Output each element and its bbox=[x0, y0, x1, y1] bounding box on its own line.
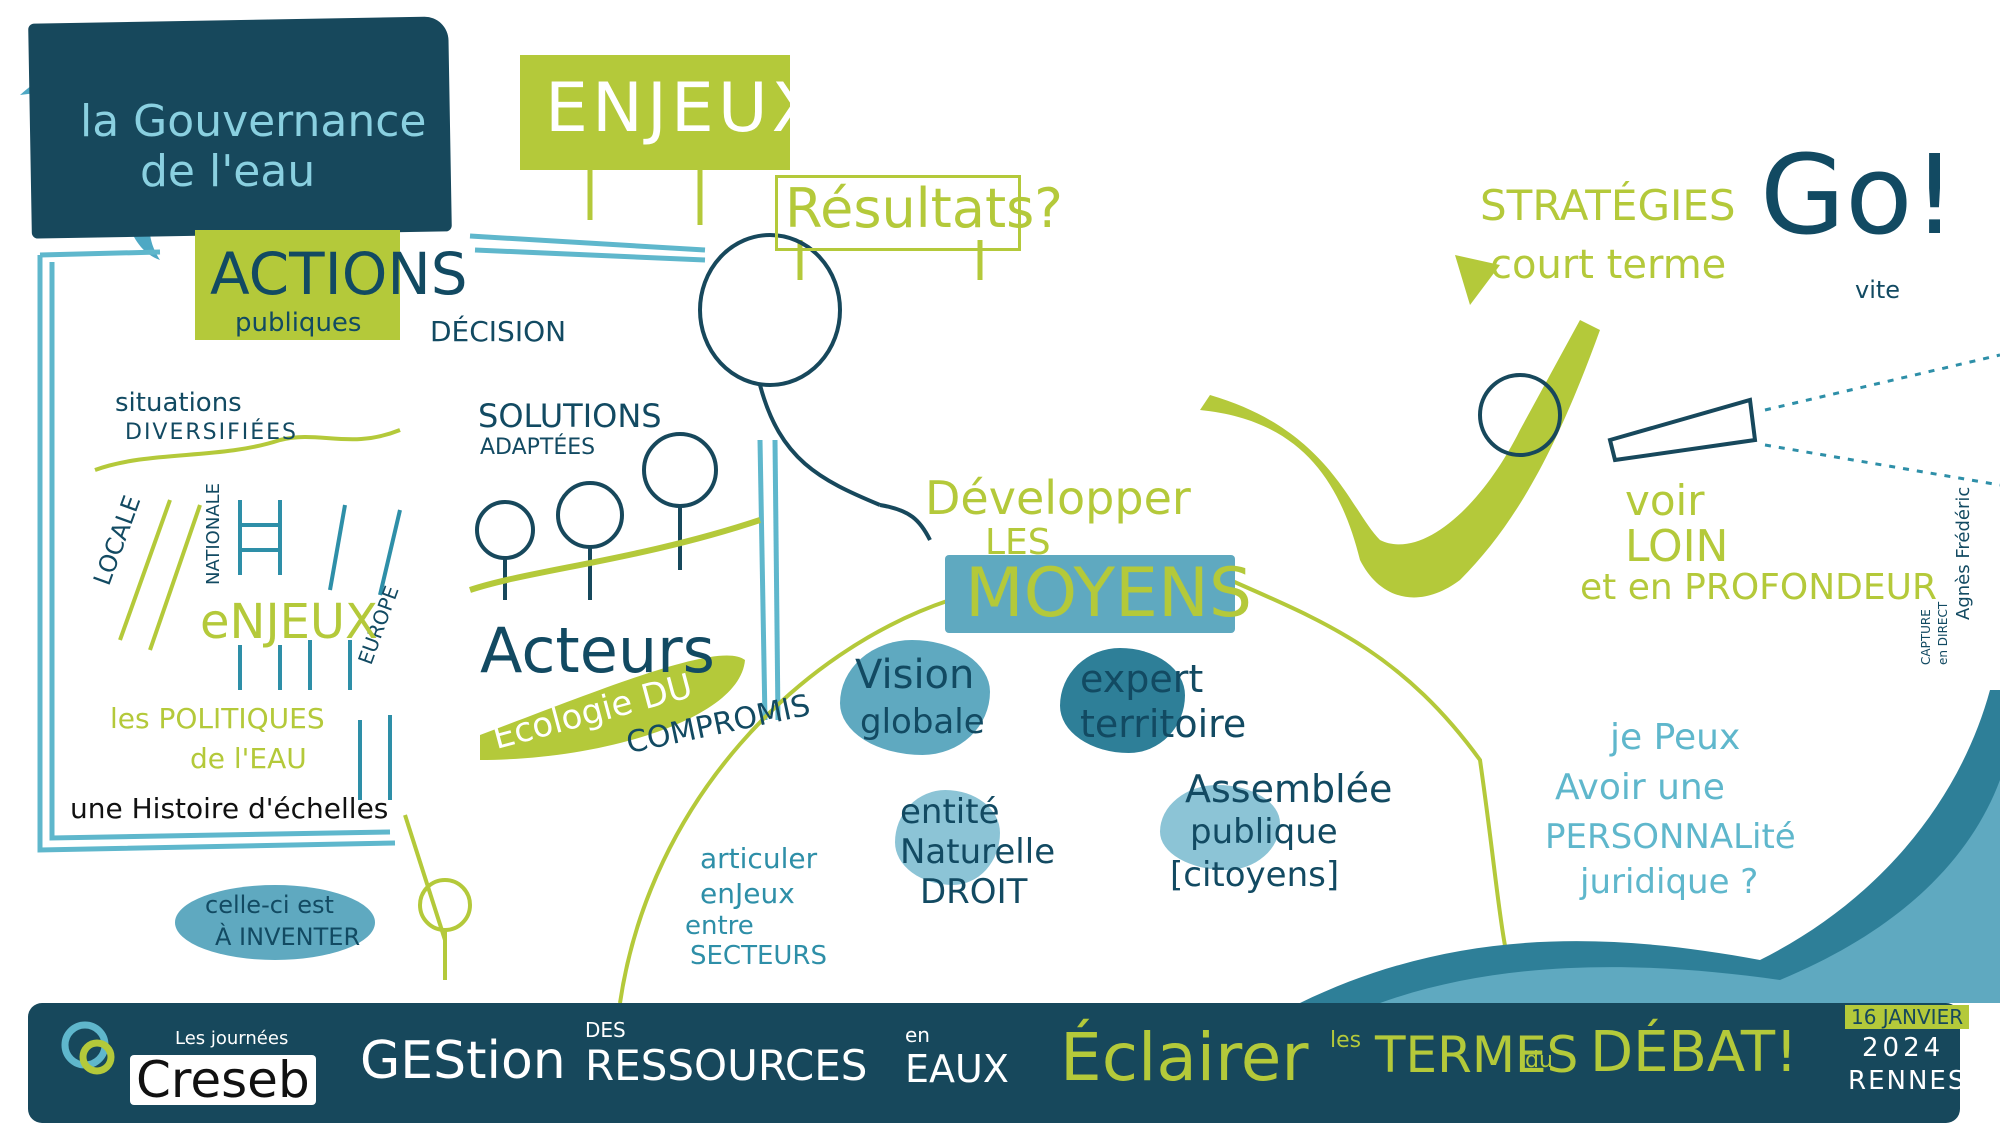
moyens-box bbox=[945, 555, 1235, 633]
wave-icon bbox=[1300, 690, 2000, 1003]
expert-line1: expert bbox=[1080, 657, 1204, 701]
footer-eaux: EAUX bbox=[905, 1047, 1009, 1091]
strategies-label: STRATÉGIES bbox=[1480, 181, 1736, 230]
publiques-label: publiques bbox=[235, 308, 362, 338]
thinking-person-icon bbox=[698, 233, 932, 541]
a-inventer-label: À INVENTER bbox=[215, 923, 361, 951]
vision-line1: Vision bbox=[855, 652, 975, 698]
entite-line3: DROIT bbox=[920, 872, 1028, 912]
enjeux-small-label: eNJEUX bbox=[200, 594, 378, 650]
vision-line2: globale bbox=[860, 702, 985, 742]
profondeur-label: et en PROFONDEUR bbox=[1580, 567, 1937, 608]
resultats-label: Résultats? bbox=[785, 177, 1063, 240]
arrow-head-icon bbox=[1455, 255, 1500, 305]
personnalite-line4: juridique ? bbox=[1580, 862, 1759, 902]
articuler-line4: SECTEURS bbox=[690, 941, 827, 971]
resultats-box bbox=[775, 175, 1021, 251]
situations-label: situations bbox=[115, 388, 242, 418]
footer-banner bbox=[28, 1003, 1960, 1123]
nationale-label: NATIONALE bbox=[203, 482, 224, 585]
footer-gestion: GEStion bbox=[360, 1031, 566, 1091]
assemblee-line3: [citoyens] bbox=[1170, 855, 1340, 895]
footer-les: les bbox=[1330, 1028, 1362, 1053]
assemblee-line2: publique bbox=[1190, 812, 1338, 852]
personnalite-line2: Avoir une bbox=[1555, 767, 1725, 808]
personnalite-line3: PERSONNALité bbox=[1545, 817, 1796, 857]
entite-blob bbox=[895, 790, 1000, 885]
expert-line2: territoire bbox=[1080, 702, 1247, 746]
articuler-line2: enJeux bbox=[700, 877, 795, 910]
telescope-icon bbox=[1478, 373, 1758, 463]
enjeux-title: ENJEUX bbox=[545, 69, 823, 148]
histoire-label: une Histoire d'échelles bbox=[70, 792, 389, 825]
court-terme-label: court terme bbox=[1490, 242, 1727, 288]
capture-line2: en DIRECT bbox=[1936, 601, 1950, 665]
articuler-line1: articuler bbox=[700, 842, 818, 875]
footer-en: en bbox=[905, 1023, 930, 1047]
capture-signature: Agnès Frédéric bbox=[1953, 486, 1974, 620]
title-line2: de l'eau bbox=[140, 146, 316, 197]
articuler-line3: entre bbox=[685, 911, 754, 941]
decision-label: DÉCISION bbox=[430, 315, 567, 348]
personnalite-line1: je Peux bbox=[1610, 717, 1741, 758]
footer-les-journees: Les journées bbox=[175, 1028, 289, 1049]
voir-label: voir bbox=[1625, 476, 1705, 525]
footer-city: RENNES bbox=[1848, 1066, 1967, 1096]
title-line1: la Gouvernance bbox=[80, 96, 427, 147]
moyens-label: MOYENS bbox=[965, 554, 1253, 633]
go-label: Go! bbox=[1760, 131, 1957, 259]
actions-label: ACTIONS bbox=[210, 240, 468, 308]
star-person-icon bbox=[403, 814, 472, 980]
solutions-label: SOLUTIONS bbox=[478, 397, 662, 435]
vision-blob bbox=[840, 640, 990, 755]
entite-line1: entité bbox=[900, 792, 1000, 832]
enjeux-signboard bbox=[520, 55, 790, 170]
celle-ci-label: celle-ci est bbox=[205, 891, 334, 919]
entite-line2: Naturelle bbox=[900, 832, 1056, 872]
footer-debat: DÉBAT! bbox=[1590, 1020, 1798, 1085]
a-inventer-bubble bbox=[175, 885, 375, 960]
footer-date1: 16 JANVIER bbox=[1845, 1005, 1970, 1029]
loin-label: LOIN bbox=[1625, 521, 1729, 572]
developper-label: Développer bbox=[925, 471, 1191, 525]
capture-line1: CAPTURE bbox=[1919, 609, 1933, 665]
vite-label: vite bbox=[1855, 276, 1901, 304]
politiques-line2: de l'EAU bbox=[190, 742, 307, 775]
creseb-logo-icon bbox=[61, 1021, 115, 1075]
les-label: LES bbox=[985, 522, 1051, 563]
footer-date2: 2024 bbox=[1862, 1033, 1945, 1063]
actors-icon bbox=[475, 432, 718, 600]
footer-des: DES bbox=[585, 1018, 626, 1042]
footer-ressources: RESSOURCES bbox=[585, 1041, 868, 1090]
acteurs-label: Acteurs bbox=[480, 614, 715, 687]
actions-box bbox=[195, 230, 400, 340]
adaptees-label: ADAPTÉES bbox=[480, 435, 596, 460]
footer-termes: TERMES bbox=[1375, 1026, 1579, 1084]
footer-du: du bbox=[1525, 1048, 1553, 1073]
footer-eclairer: Éclairer bbox=[1060, 1019, 1309, 1096]
ladder-icon bbox=[118, 499, 202, 651]
expert-blob bbox=[1060, 648, 1185, 753]
assemblee-blob bbox=[1160, 785, 1280, 870]
footer-creseb: Creseb bbox=[130, 1055, 316, 1105]
politiques-line1: les POLITIQUES bbox=[110, 702, 325, 735]
assemblee-line1: Assemblée bbox=[1185, 767, 1393, 811]
diversifiees-label: DIVERSIFIÉES bbox=[125, 420, 299, 445]
